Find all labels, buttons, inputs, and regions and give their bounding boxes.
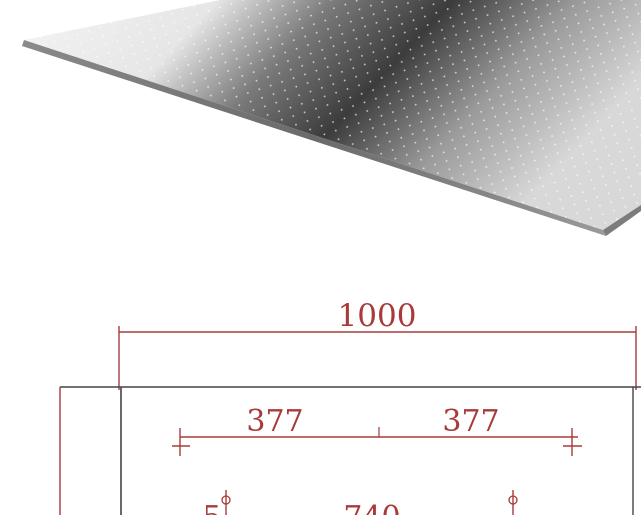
nozzle-hole-pattern [24,0,641,230]
shower-panel-side-edge [603,205,641,236]
technical-drawing: 1000 377 377 5 740 [59,298,641,515]
hole-marker-right [563,428,582,456]
lower-width-partial-label: 740 [343,500,400,515]
left-span-label: 377 [246,404,303,439]
shower-panel-photo [22,0,641,236]
hole-marker-left [172,428,190,456]
shower-panel-edge [22,40,606,236]
hole-marker-lower-left [221,490,231,515]
hole-marker-lower-right [508,490,518,515]
lower-left-partial-label: 5 [202,500,221,515]
overall-width-label: 1000 [338,298,417,334]
right-span-label: 377 [442,404,499,439]
